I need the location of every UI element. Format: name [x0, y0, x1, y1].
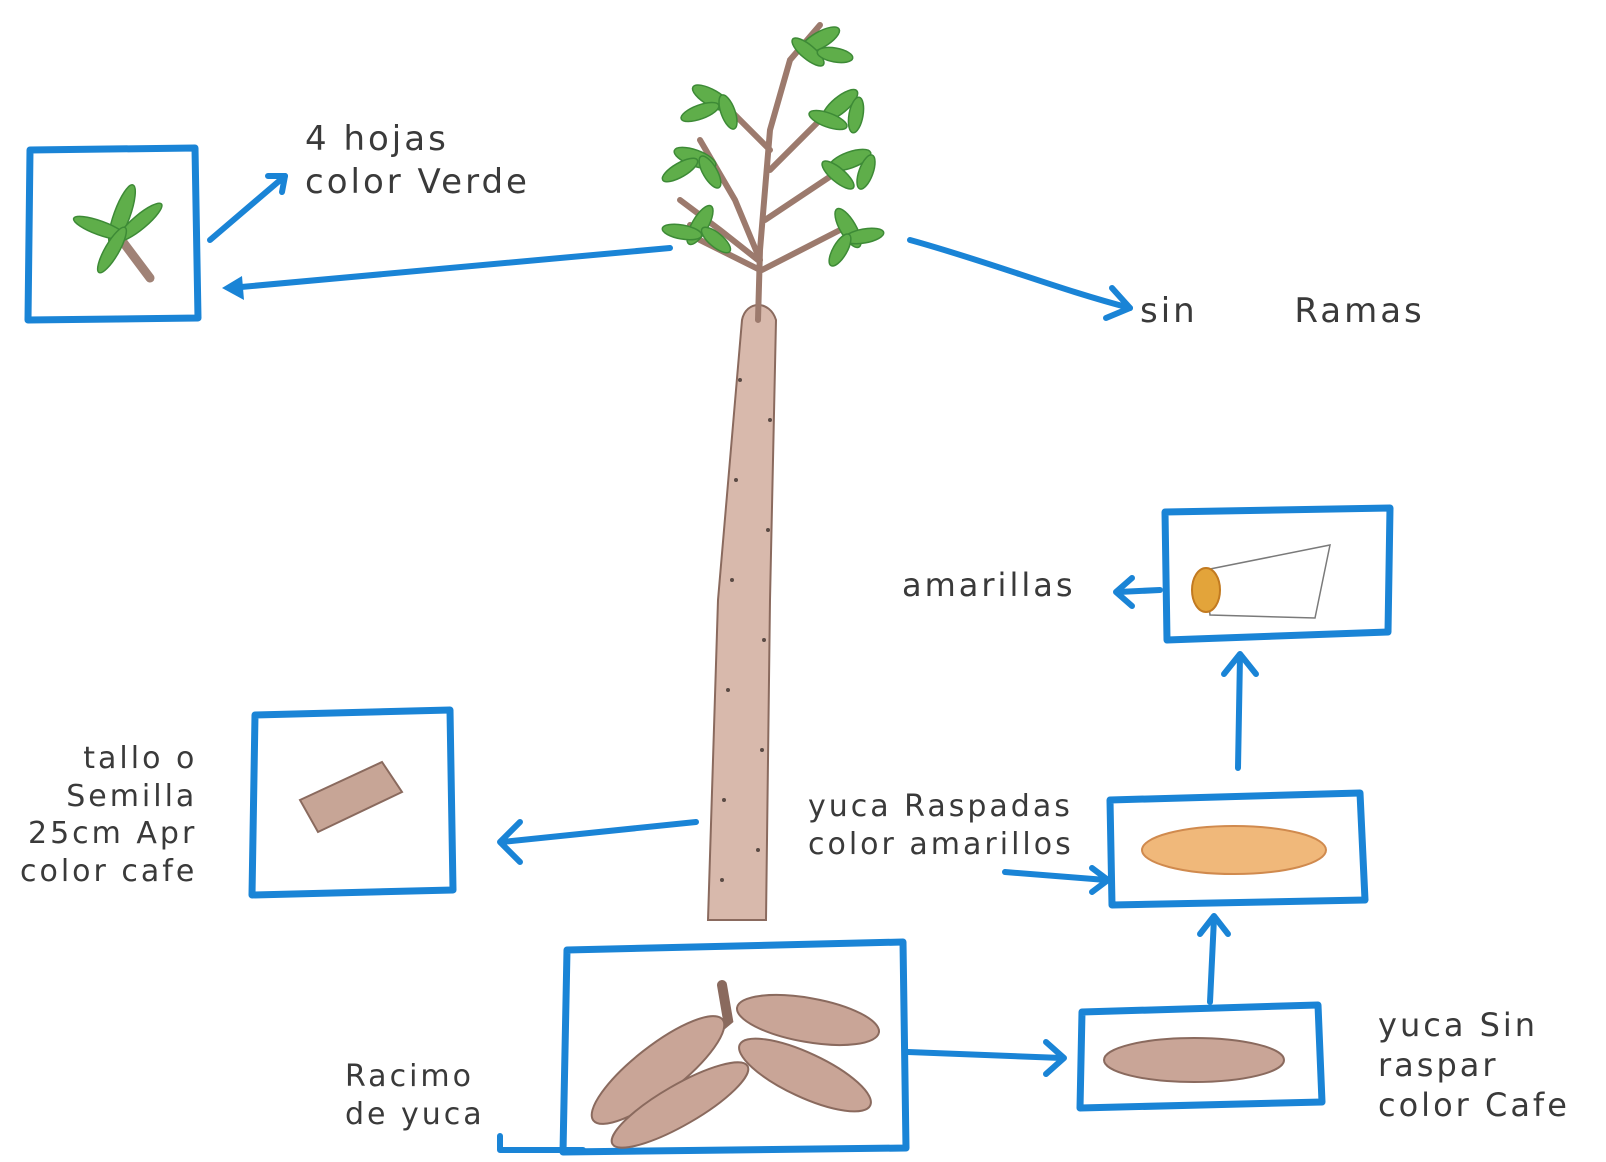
- stem-box: [248, 706, 457, 899]
- cassava-plant-illustration: [661, 22, 885, 921]
- cluster-label: Racimo de yuca: [345, 1059, 485, 1132]
- leaf-icon: [72, 184, 163, 283]
- peeled-label: yuca Raspadas color amarillos: [808, 789, 1074, 862]
- arrow-to-unpeeled: [905, 1049, 1065, 1061]
- yellow-label: amarillas: [902, 566, 1076, 604]
- arrow-to-branches-label: [907, 237, 1133, 311]
- unpeeled-yuca-icon: [1103, 1037, 1285, 1083]
- leaf-box: [24, 144, 202, 324]
- plant-trunk: [706, 304, 778, 921]
- stem-label: tallo o Semilla 25cm Apr color cafe: [20, 741, 198, 889]
- unpeeled-label: yuca Sin raspar color Cafe: [1378, 1006, 1570, 1124]
- peeled-yuca-icon: [1141, 825, 1327, 875]
- branches-label: sin Ramas: [1140, 291, 1425, 331]
- arrow-to-cut: [1235, 653, 1243, 771]
- leaves-label: 4 hojas color Verde: [305, 119, 530, 202]
- cut-yuca-icon: [1191, 544, 1331, 619]
- arrow-to-peeled: [1207, 915, 1217, 1005]
- arrow-to-yellow-label: [1115, 587, 1163, 595]
- unpeeled-yuca-box: [1076, 1001, 1326, 1112]
- arrow-from-cluster: [497, 1133, 586, 1153]
- cut-yuca-box: [1161, 504, 1394, 644]
- root-cluster-box: [559, 938, 910, 1156]
- arrow-to-peeled-box: [1002, 869, 1109, 883]
- arrow-to-leaf-label: [207, 173, 288, 243]
- plant-leaves: [661, 26, 885, 267]
- arrow-to-stem-box: [499, 819, 699, 845]
- peeled-yuca-box: [1106, 789, 1369, 909]
- diagram-arrows: [207, 173, 1259, 1153]
- root-cluster-icon: [590, 980, 881, 1149]
- arrow-to-leaf-box: [227, 245, 673, 291]
- stem-cutting-icon: [298, 760, 404, 834]
